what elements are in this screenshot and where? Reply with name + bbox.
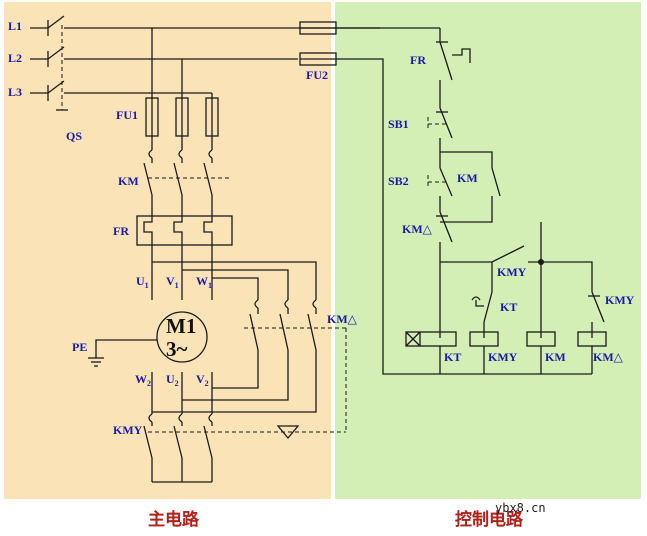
label-u1: U1 [136,274,149,290]
label-w2: W2 [135,372,151,388]
control-circuit-title: 控制电路 [455,509,524,530]
ctl-label-kmy-contact: KMY [497,265,527,279]
ctl-label-fr: FR [410,53,426,67]
main-circuit [30,15,380,483]
coil-label-kmy: KMY [488,350,518,364]
kmy-interlock [588,291,605,338]
label-qs: QS [66,129,82,143]
label-u2: U2 [166,372,179,388]
kt-delay-contact [471,291,493,338]
motor-phase: 3~ [166,337,188,361]
sb2-start-button [427,151,501,223]
label-l1: L1 [8,19,22,33]
motor-m1 [156,311,208,363]
ctl-label-km: KM [457,171,478,185]
fu2-fuses [299,21,440,375]
ctl-label-sb1: SB1 [388,117,409,131]
watermark: ybx8.cn [495,501,546,515]
label-km: KM [118,174,139,188]
km-main-contacts [143,149,230,216]
km-delta-contacts [152,299,347,432]
label-w1: W1 [196,274,212,290]
kmy-main-contacts [143,413,346,483]
control-fr-contact [436,28,471,108]
sb1-stop-button [427,107,453,152]
control-bus [440,222,593,338]
ctl-label-sb2: SB2 [388,174,409,188]
ctl-label-km-delta: KM△ [402,222,433,236]
ctl-label-kt-contact: KT [500,300,517,314]
delta-feeders [152,261,317,300]
coil-label-kt: KT [444,350,461,364]
coil-label-km: KM [545,350,566,364]
fu1-fuses [145,97,219,150]
label-km-delta: KM△ [327,312,358,326]
label-l3: L3 [8,85,22,99]
motor-name: M1 [166,314,196,338]
control-circuit [299,21,607,375]
main-circuit-panel [4,2,331,499]
main-circuit-title: 主电路 [148,509,200,530]
km-delta-interlock [436,211,453,338]
label-v2: V2 [196,372,209,388]
label-kmy: KMY [113,423,143,437]
label-fu2: FU2 [306,68,328,82]
control-circuit-panel [335,2,641,499]
label-fr: FR [113,224,129,238]
qs-switch [47,15,68,111]
coil-label-km-delta: KM△ [593,350,624,364]
label-v1: V1 [166,274,179,290]
pe-ground [88,339,157,367]
label-pe: PE [72,340,87,354]
coils [405,331,607,375]
ctl-label-kmy-right: KMY [605,293,635,307]
fr-thermal-relay [136,215,233,300]
label-fu1: FU1 [116,108,138,122]
label-l2: L2 [8,51,22,65]
